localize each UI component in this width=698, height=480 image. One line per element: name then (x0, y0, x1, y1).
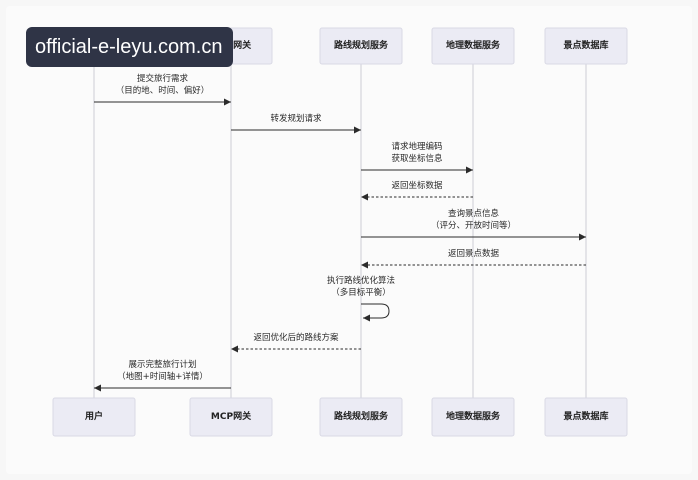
message-4: 返回坐标数据 (361, 180, 473, 201)
message-label: 请求地理编码 (391, 141, 442, 152)
message-label: 返回景点数据 (448, 248, 500, 259)
participant-bottom-user: 用户 (52, 397, 136, 437)
participant-label: 用户 (84, 410, 103, 422)
participant-box (189, 397, 273, 437)
diagram-background (6, 6, 692, 474)
participant-label: 地理数据服务 (446, 410, 501, 422)
participant-label: 景点数据库 (563, 39, 608, 51)
participants-bottom: 用户 MCP网关 路线规划服务 地理数据服务 景点数据库 (52, 397, 628, 437)
message-label: 提交旅行需求 (137, 73, 189, 84)
participant-box (52, 397, 136, 437)
watermark-text: official-e-leyu.com.cn (35, 36, 222, 58)
message-label: 转发规划请求 (270, 113, 322, 124)
self-call-arrow (361, 303, 390, 322)
participant-top-attraction-database: 景点数据库 (544, 27, 628, 65)
message-label: 展示完整旅行计划 (128, 359, 196, 370)
participant-box (544, 397, 628, 437)
participant-bottom-geo-data-service: 地理数据服务 (431, 397, 515, 437)
participant-label: 地理数据服务 (446, 39, 501, 51)
watermark: official-e-leyu.com.cn (26, 27, 233, 67)
watermark-background (26, 27, 233, 67)
message-label: 查询景点信息 (448, 208, 500, 219)
participant-top-geo-data-service: 地理数据服务 (431, 27, 515, 65)
participant-box (319, 397, 403, 437)
message-6: 返回景点数据 (361, 248, 586, 269)
participant-label: 景点数据库 (563, 410, 608, 422)
message-label: （多目标平衡） (331, 287, 391, 298)
message-label: 获取坐标信息 (391, 153, 443, 164)
message-1: 提交旅行需求（目的地、时间、偏好） (94, 73, 231, 106)
participant-bottom-attraction-database: 景点数据库 (544, 397, 628, 437)
message-label: （目的地、时间、偏好） (116, 85, 210, 96)
participant-top-route-planning-service: 路线规划服务 (319, 27, 403, 65)
message-label: 执行路线优化算法 (327, 275, 395, 286)
participant-label: 路线规划服务 (334, 410, 389, 422)
message-5: 查询景点信息（评分、开放时间等） (361, 208, 586, 241)
message-2: 转发规划请求 (231, 113, 361, 134)
lifelines (93, 64, 587, 398)
message-label: 返回坐标数据 (391, 180, 443, 191)
participant-box (431, 27, 515, 65)
participant-label: 路线规划服务 (334, 39, 389, 51)
participant-box (544, 27, 628, 65)
participant-box (431, 397, 515, 437)
message-7: 执行路线优化算法（多目标平衡） (327, 275, 395, 322)
participant-box (319, 27, 403, 65)
message-9: 展示完整旅行计划（地图+时间轴+详情） (94, 359, 231, 392)
participant-bottom-route-planning-service: 路线规划服务 (319, 397, 403, 437)
participant-bottom-mcp-gateway: MCP网关 (189, 397, 273, 437)
message-label: 返回优化后的路线方案 (253, 332, 339, 343)
participant-label: MCP网关 (211, 410, 251, 422)
messages: 提交旅行需求（目的地、时间、偏好）转发规划请求请求地理编码获取坐标信息返回坐标数… (94, 73, 586, 392)
message-8: 返回优化后的路线方案 (231, 332, 361, 353)
message-label: （评分、开放时间等） (431, 220, 516, 231)
message-label: （地图+时间轴+详情） (117, 371, 208, 382)
